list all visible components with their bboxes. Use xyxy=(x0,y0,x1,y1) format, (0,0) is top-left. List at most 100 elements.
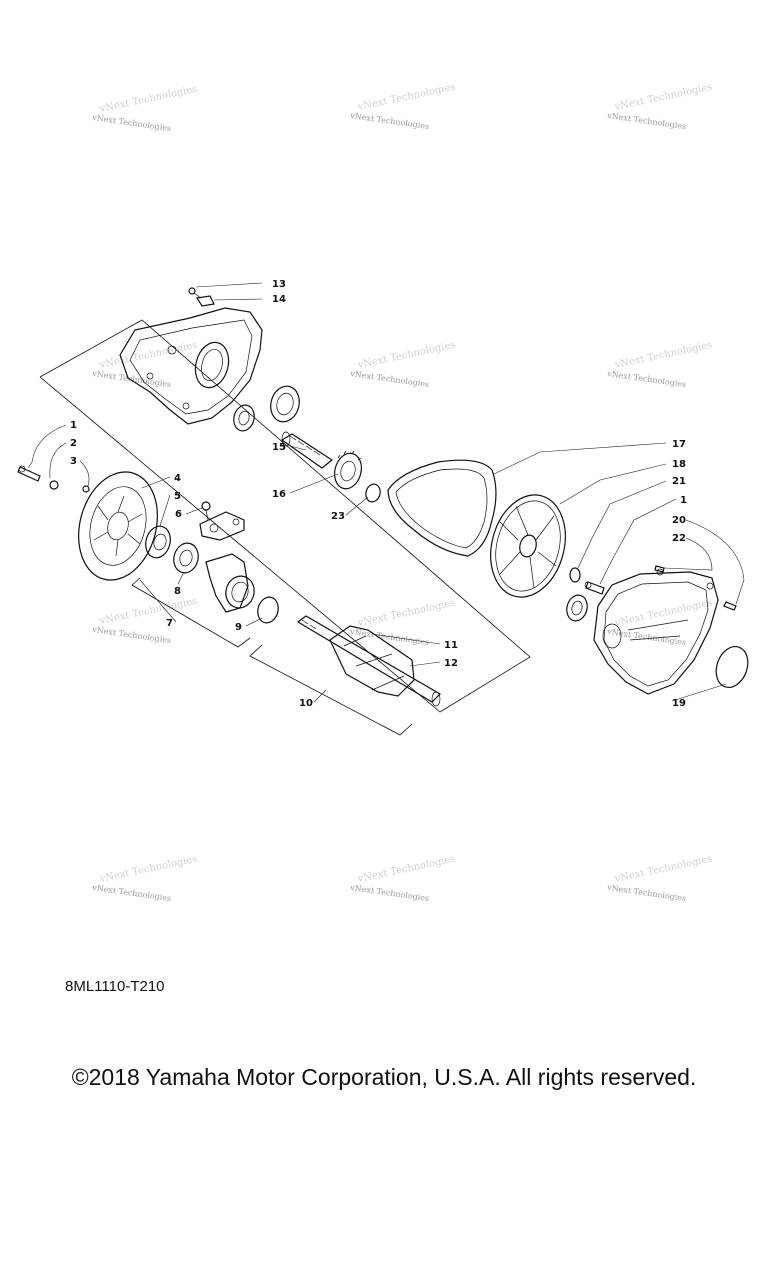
watermark: vNext Technologies vNext Technologies xyxy=(91,596,199,645)
bearing-large xyxy=(270,385,300,423)
watermark-text: vNext Technologies xyxy=(349,111,430,131)
callout-13: 13 xyxy=(272,279,286,290)
callout-15: 15 xyxy=(272,442,286,453)
watermark-ghost: vNext Technologies xyxy=(98,854,198,886)
part-22-bolt xyxy=(654,565,665,573)
watermark: vNext Technologies vNext Technologies xyxy=(349,340,457,389)
callouts: 13 14 15 16 23 17 18 21 1 20 22 19 1 2 3… xyxy=(70,279,687,709)
callout-9: 9 xyxy=(235,622,242,633)
callout-10: 10 xyxy=(299,698,313,709)
watermark: vNext Technologies vNext Technologies xyxy=(606,340,714,389)
leader-1b xyxy=(599,498,677,585)
part-9-oring xyxy=(257,596,279,624)
watermark-text: vNext Technologies xyxy=(91,369,172,389)
callout-17: 17 xyxy=(672,439,686,450)
watermark: vNext Technologies vNext Technologies xyxy=(91,84,199,133)
callout-20: 20 xyxy=(672,515,686,526)
callout-12: 12 xyxy=(444,658,458,669)
part-19-gasket xyxy=(715,646,749,688)
watermark-text: vNext Technologies xyxy=(91,625,172,645)
watermark-text: vNext Technologies xyxy=(606,111,687,131)
part-14-clip xyxy=(196,295,215,307)
watermark: vNext Technologies vNext Technologies xyxy=(91,854,199,903)
leader-7 xyxy=(139,579,177,623)
callout-16: 16 xyxy=(272,489,286,500)
callout-11: 11 xyxy=(444,640,458,651)
part-20-bolt xyxy=(723,601,737,611)
part-6-screw xyxy=(201,501,211,521)
watermark-ghost: vNext Technologies xyxy=(356,82,456,114)
watermark-text: vNext Technologies xyxy=(91,883,172,903)
callout-19: 19 xyxy=(672,698,686,709)
part-15-shaft xyxy=(280,431,334,469)
callout-14: 14 xyxy=(272,294,286,305)
watermark-ghost: vNext Technologies xyxy=(613,854,713,886)
callout-23: 23 xyxy=(331,511,345,522)
assembly-outlines xyxy=(39,319,531,736)
leader-21 xyxy=(577,480,667,569)
outer-case-housing xyxy=(593,568,719,695)
callout-7: 7 xyxy=(166,618,173,629)
part-16-gear xyxy=(334,450,362,490)
brake-caliper-assembly xyxy=(199,511,255,613)
callout-6: 6 xyxy=(175,509,182,520)
watermark-ghost: vNext Technologies xyxy=(613,340,713,372)
watermark-ghost: vNext Technologies xyxy=(98,84,198,116)
watermark-text: vNext Technologies xyxy=(349,369,430,389)
leader-10 xyxy=(313,689,327,703)
leader-18 xyxy=(559,463,667,505)
assembly-10-bracket xyxy=(249,644,413,736)
part-18-sprocket xyxy=(490,494,566,598)
watermark: vNext Technologies vNext Technologies xyxy=(606,854,714,903)
assembly-7-bracket xyxy=(131,577,251,648)
part-23-ring xyxy=(365,483,381,503)
watermark-text: vNext Technologies xyxy=(606,627,687,647)
callout-1-left: 1 xyxy=(70,420,77,431)
part-4-brake-disc xyxy=(78,471,158,581)
seal-right xyxy=(566,594,588,622)
leader-14 xyxy=(213,298,263,301)
callout-5: 5 xyxy=(174,491,181,502)
part-17-belt xyxy=(387,459,497,557)
watermark: vNext Technologies vNext Technologies xyxy=(349,82,457,131)
watermark: vNext Technologies vNext Technologies xyxy=(349,854,457,903)
leader-4 xyxy=(141,476,171,489)
callout-8: 8 xyxy=(174,586,181,597)
leader-19 xyxy=(671,683,727,702)
callout-3: 3 xyxy=(70,456,77,467)
parts xyxy=(17,287,749,707)
diagram-code: 8ML1110-T210 xyxy=(65,978,165,995)
callout-2: 2 xyxy=(70,438,77,449)
leader-9 xyxy=(245,617,263,627)
callout-22: 22 xyxy=(672,533,686,544)
part-21-washer xyxy=(569,567,581,583)
watermark-ghost: vNext Technologies xyxy=(356,340,456,372)
leader-11 xyxy=(371,633,441,645)
part-8-bearing xyxy=(173,542,199,574)
callout-1-right: 1 xyxy=(680,495,687,506)
leader-1a xyxy=(27,424,67,469)
leader-6 xyxy=(185,507,203,515)
watermark-ghost: vNext Technologies xyxy=(98,596,198,628)
inner-case-housing xyxy=(119,307,263,425)
watermark: vNext Technologies vNext Technologies xyxy=(606,82,714,131)
callout-21: 21 xyxy=(672,476,686,487)
leader-5 xyxy=(159,494,171,527)
watermark-ghost: vNext Technologies xyxy=(356,598,456,630)
callout-4: 4 xyxy=(174,473,181,484)
watermarks: vNext Technologies vNext Technologies vN… xyxy=(91,82,714,903)
watermark-ghost: vNext Technologies xyxy=(613,82,713,114)
watermark-text: vNext Technologies xyxy=(606,369,687,389)
part-10-output-shaft xyxy=(296,615,441,707)
leader-17 xyxy=(493,442,667,475)
main-assembly-outline xyxy=(39,319,531,713)
leader-23 xyxy=(345,496,369,516)
part-5-hub xyxy=(145,525,171,559)
watermark-text: vNext Technologies xyxy=(91,113,172,133)
leader-20 xyxy=(685,519,745,605)
watermark-text: vNext Technologies xyxy=(349,883,430,903)
leader-22 xyxy=(663,537,713,571)
leader-lines xyxy=(27,282,745,702)
leader-3 xyxy=(79,460,90,487)
